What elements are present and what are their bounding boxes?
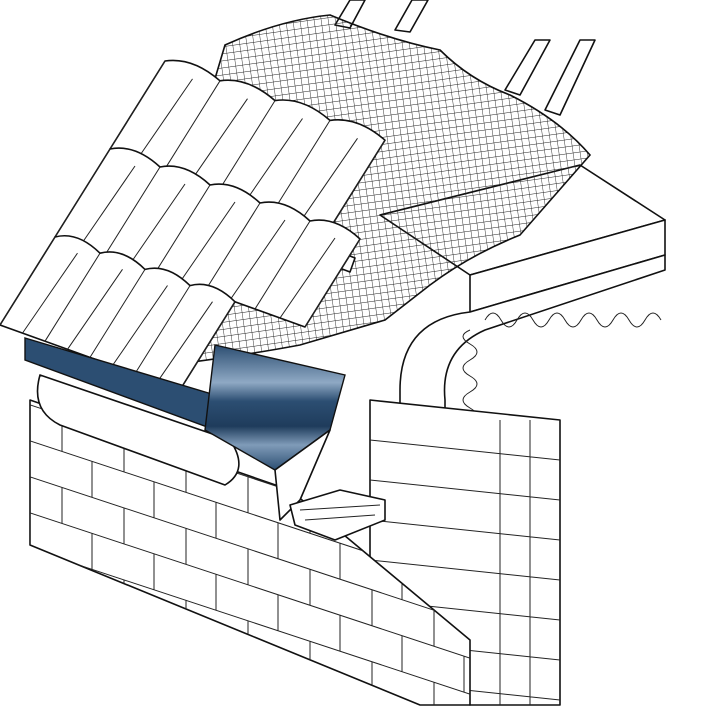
- tile-groove: [157, 301, 213, 382]
- brick-course-line: [30, 646, 176, 705]
- tile-groove: [204, 202, 261, 292]
- tile-groove: [219, 100, 276, 189]
- tile-groove: [129, 183, 186, 265]
- tile-groove: [89, 269, 146, 358]
- eaves-flashing: [24, 337, 346, 521]
- tile-groove: [304, 238, 361, 328]
- tile-groove: [79, 165, 136, 247]
- tile-groove: [179, 201, 236, 283]
- tile-groove: [109, 60, 166, 150]
- tile-groove: [104, 166, 161, 256]
- tile-groove: [134, 285, 191, 374]
- tile-groove: [329, 139, 386, 229]
- roof-tiles: [0, 59, 386, 391]
- tile-groove: [54, 148, 111, 238]
- brick-course-line: [30, 682, 67, 705]
- tile-groove: [229, 219, 286, 301]
- tile-groove: [192, 98, 248, 179]
- steel-lintel: [289, 489, 386, 541]
- tile-groove: [67, 269, 123, 350]
- gutter: [36, 374, 240, 486]
- tile-groove: [254, 220, 311, 310]
- tile-groove: [164, 80, 221, 170]
- tile-groove: [112, 285, 168, 366]
- tile-groove: [22, 252, 78, 334]
- tile-groove: [137, 78, 193, 160]
- tile-groove: [44, 252, 101, 342]
- tile-groove: [247, 118, 303, 199]
- tile-groove: [274, 120, 331, 209]
- rafters: [334, 0, 596, 116]
- tile-groove: [179, 301, 236, 391]
- tile-groove: [0, 236, 56, 326]
- brick-course-line: [30, 502, 470, 659]
- tile-groove: [154, 184, 211, 274]
- brick-course-line: [30, 466, 470, 623]
- tile-course: [54, 147, 361, 328]
- tile-groove: [302, 138, 358, 219]
- tile-groove: [279, 237, 336, 319]
